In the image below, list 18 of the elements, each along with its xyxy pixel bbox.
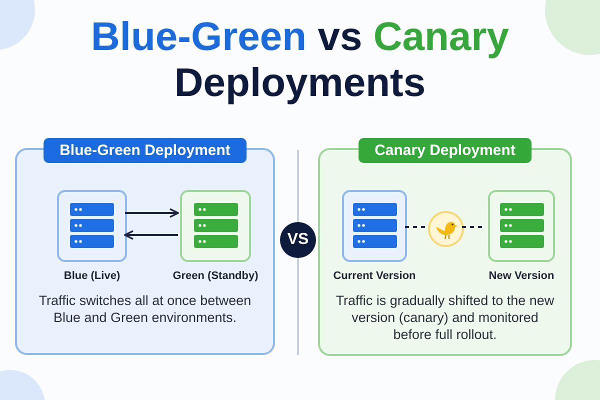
server-tile	[342, 190, 407, 262]
connector-line	[405, 226, 426, 228]
panel-heading: Canary Deployment	[358, 138, 532, 163]
panel-description: Traffic switches all at once between Blue and Green environments.	[38, 292, 252, 326]
server-label: Green (Standby)	[172, 270, 260, 282]
canary-badge	[428, 211, 464, 247]
panel-description: Traffic is gradually shifted to the new version (canary) and monitored before full rollout.	[334, 292, 556, 343]
server-label: New Version	[488, 270, 556, 282]
server-tile	[488, 190, 555, 262]
vs-badge: VS	[280, 222, 316, 258]
server-tile	[180, 190, 251, 262]
server-label: Blue (Live)	[62, 270, 122, 282]
panel-heading: Blue-Green Deployment	[44, 138, 246, 163]
server-label: Current Version	[332, 270, 417, 282]
server-tile	[57, 190, 127, 262]
arrow	[124, 230, 178, 240]
arrow	[125, 208, 179, 218]
title: Blue-Green vs Canary Deployments	[90, 14, 510, 106]
